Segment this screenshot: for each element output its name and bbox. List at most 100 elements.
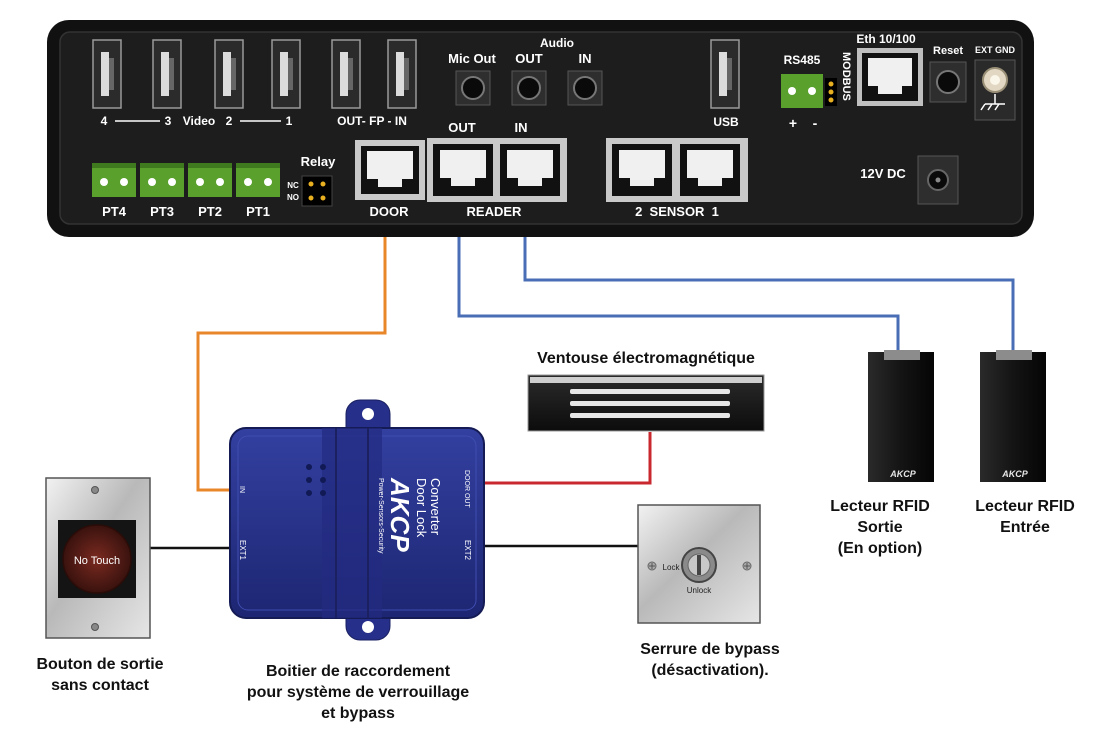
usb-port-fp-in[interactable] [387,39,417,109]
door-lock-converter: AKCP Door Lock Converter Power-Sensors-S… [229,399,485,641]
video-number-3: 3 [165,114,172,128]
caption-line: Lecteur RFID [975,498,1075,515]
usb-port-fp-out[interactable] [331,39,361,109]
rfid-exit-caption: Lecteur RFID Sortie (En option) [810,496,950,559]
audio-in-label: IN [579,51,592,66]
ext-gnd-label: EXT GND [975,45,1016,55]
video-number-1: 1 [286,114,293,128]
pt1-label: PT1 [246,204,270,219]
eth-label: Eth 10/100 [856,32,916,46]
video-label: Video [183,114,215,128]
caption-line: pour système de verrouillage [246,684,470,701]
rfid-exit-brand: AKCP [889,469,916,479]
bypass-lock-text: Lock [663,563,681,572]
rs485-terminal[interactable] [781,74,837,108]
pt2-terminal[interactable] [188,163,232,197]
converter-name-line1: Door Lock [414,478,429,538]
relay-no-label: NO [287,193,299,202]
pt1-terminal[interactable] [236,163,280,197]
reader-label: READER [467,204,523,219]
door-port[interactable] [355,140,425,200]
caption-line: (En option) [837,540,923,557]
converter-port-in: IN [238,486,245,493]
caption-line: Entrée [1000,519,1050,536]
maglock [527,374,765,432]
pt3-terminal[interactable] [140,163,184,197]
maglock-title: Ventouse électromagnétique [537,350,755,367]
rfid-reader-entry: AKCP [980,350,1046,482]
exit-button-text: No Touch [74,555,120,567]
dc-power-jack[interactable] [917,155,959,205]
pt4-terminal[interactable] [92,163,136,197]
audio-title: Audio [540,36,574,50]
rfid-reader-exit: AKCP [868,350,934,482]
relay-nc-label: NC [287,181,299,190]
reader-in-port[interactable] [500,144,560,196]
pt3-label: PT3 [150,204,174,219]
caption-line: Serrure de bypass [640,641,780,658]
reset-button[interactable] [929,61,967,103]
rs485-label: RS485 [784,53,821,67]
ground-icon [980,94,1005,111]
usb-label: USB [713,115,739,129]
ext-gnd-screw[interactable] [974,59,1016,121]
converter-caption: Boitier de raccordement pour système de … [213,661,503,724]
caption-line: et bypass [321,705,395,722]
reader-out-port[interactable] [433,144,493,196]
rfid-entry-brand: AKCP [1001,469,1028,479]
mic-out-label: Mic Out [448,51,496,66]
pt4-label: PT4 [102,204,127,219]
dc-label: 12V DC [860,166,906,181]
exit-button-caption: Bouton de sortie sans contact [10,654,190,696]
converter-port-ext2: EXT2 [463,540,472,561]
rfid-entry-caption: Lecteur RFID Entrée [955,496,1095,538]
audio-out-label: OUT [515,51,543,66]
audio-in-jack[interactable] [567,70,603,106]
caption-line: Boitier de raccordement [265,663,451,680]
fp-label: OUT- FP - IN [337,114,407,128]
key-cylinder-icon [681,547,717,583]
converter-brand: AKCP [385,477,415,552]
caption-line: (désactivation). [651,662,769,679]
maglock-wire [484,432,652,485]
video-number-4: 4 [101,114,108,128]
bypass-unlock-text: Unlock [687,586,712,595]
caption-line: Bouton de sortie [36,656,164,673]
rs485-plus-label: + [789,115,797,131]
door-wire [196,225,387,492]
bypass-key-switch[interactable]: Lock Unlock [637,504,761,624]
video-number-2: 2 [226,114,233,128]
usb-port-video-2[interactable] [214,39,244,109]
converter-port-door-out: DOOR OUT [463,470,470,508]
bypass-caption: Serrure de bypass (désactivation). [610,639,810,681]
relay-header[interactable] [301,175,333,207]
caption-line: sans contact [51,677,149,694]
sensor-1-port[interactable] [680,144,740,196]
ethernet-port[interactable] [857,48,923,106]
pt2-label: PT2 [198,204,222,219]
door-label: DOOR [370,204,410,219]
relay-label: Relay [301,154,336,169]
sensor-2-port[interactable] [612,144,672,196]
reset-label: Reset [933,45,963,57]
usb-port-video-4[interactable] [92,39,122,109]
modbus-label: MODBUS [840,52,852,101]
converter-tagline: Power-Sensors-Security [377,478,384,554]
reader-out-wire [457,225,900,350]
controller-panel: 4 3 Video 2 1 OUT- FP - IN Audio Mic Out… [47,20,1034,237]
reader-in-label: IN [515,120,528,135]
exit-button[interactable]: No Touch [45,477,151,639]
converter-port-ext1: EXT1 [238,540,247,561]
reader-in-wire [523,225,1015,350]
usb-port-video-3[interactable] [152,39,182,109]
rs485-minus-label: - [813,115,818,131]
usb-port-video-1[interactable] [271,39,301,109]
caption-line: Lecteur RFID [830,498,930,515]
usb-port[interactable] [710,39,740,109]
mic-out-jack[interactable] [455,70,491,106]
reader-out-label: OUT [448,120,476,135]
converter-name-line2: Converter [428,478,443,536]
caption-line: Sortie [857,519,903,536]
audio-out-jack[interactable] [511,70,547,106]
